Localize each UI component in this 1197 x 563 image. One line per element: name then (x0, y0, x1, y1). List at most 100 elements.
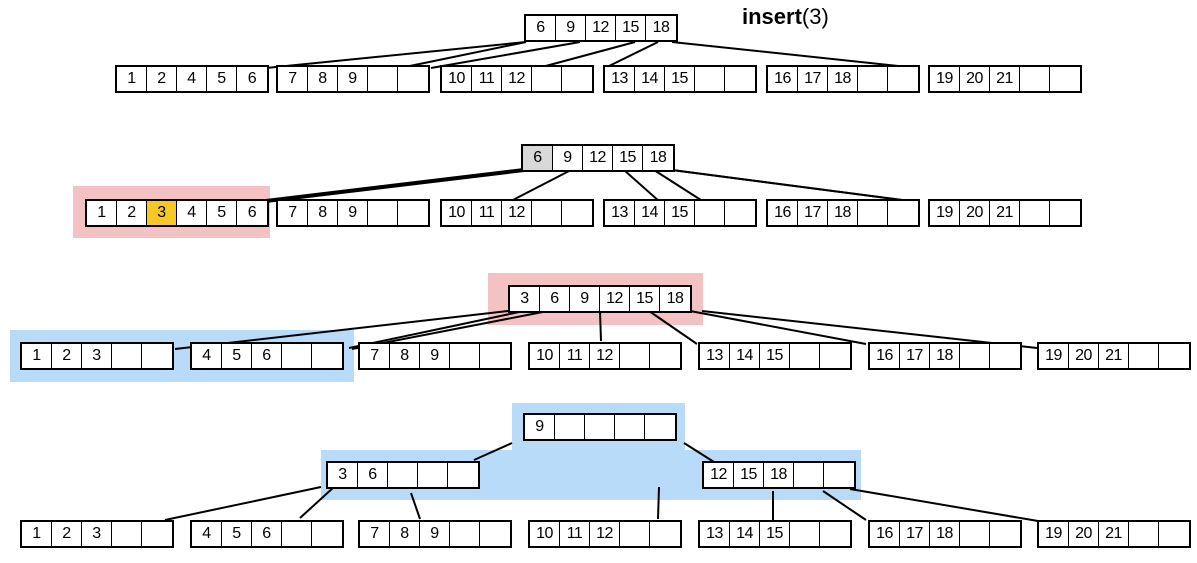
key-cell: 3 (510, 287, 540, 311)
empty-key-slot (418, 463, 448, 487)
empty-key-slot (794, 463, 824, 487)
key-cell: 4 (177, 201, 207, 225)
key-cell: 18 (828, 67, 858, 91)
key-cell: 10 (442, 201, 472, 225)
key-cell: 17 (798, 67, 828, 91)
empty-key-slot (824, 463, 854, 487)
empty-key-slot (1159, 344, 1189, 368)
key-cell: 16 (768, 201, 798, 225)
tree-edge (410, 492, 421, 520)
key-cell: 3 (82, 522, 112, 546)
key-cell: 16 (870, 522, 900, 546)
key-cell: 4 (192, 344, 222, 368)
empty-key-slot (142, 344, 172, 368)
key-cell: 6 (247, 204, 257, 221)
empty-key-slot (1050, 201, 1080, 225)
empty-key-slot (142, 522, 172, 546)
tree-edge (822, 490, 867, 521)
tree-edge (265, 41, 527, 69)
tree-edge (348, 310, 525, 349)
key-cell: 13 (700, 344, 730, 368)
key-cell: 5 (222, 344, 252, 368)
empty-key-slot (555, 415, 585, 439)
key-cell: 7 (360, 344, 390, 368)
key-cell: 16 (768, 67, 798, 91)
empty-key-slot (368, 67, 398, 91)
title-op: insert (742, 4, 802, 29)
key-cell: 20 (960, 67, 990, 91)
empty-key-slot (480, 522, 510, 546)
key-cell: 12 (583, 146, 613, 170)
key-cell: 11 (560, 344, 590, 368)
key-cell: 13 (700, 522, 730, 546)
key-cell: 12 (586, 16, 616, 40)
tree-edge (599, 310, 602, 342)
key-cell: 13 (605, 201, 635, 225)
empty-key-slot (725, 201, 755, 225)
empty-key-slot (725, 67, 755, 91)
key-cell: 9 (553, 146, 583, 170)
key-cell: 12 (502, 201, 532, 225)
key-cell: 7 (278, 67, 308, 91)
key-cell: 15 (760, 522, 790, 546)
key-cell: 14 (730, 344, 760, 368)
key-cell: 12 (590, 344, 620, 368)
key-cell: 9 (556, 16, 586, 40)
key-cell: 10 (442, 67, 472, 91)
empty-key-slot (1050, 67, 1080, 91)
key-cell: 18 (652, 19, 670, 36)
key-cell: 14 (635, 201, 665, 225)
empty-key-slot (990, 344, 1020, 368)
key-cell: 6 (358, 463, 388, 487)
empty-key-slot (585, 415, 615, 439)
empty-key-slot (1129, 522, 1159, 546)
key-cell: 19 (930, 201, 960, 225)
empty-key-slot (312, 344, 342, 368)
key-cell: 15 (665, 201, 695, 225)
empty-key-slot (858, 67, 888, 91)
empty-key-slot (858, 201, 888, 225)
empty-key-slot (448, 463, 478, 487)
tree-edge (541, 41, 636, 68)
key-cell: 14 (730, 522, 760, 546)
empty-key-slot (888, 67, 918, 91)
key-cell: 15 (665, 67, 695, 91)
empty-key-slot (1020, 201, 1050, 225)
key-cell: 17 (900, 522, 930, 546)
key-cell: 10 (530, 344, 560, 368)
empty-key-slot (620, 522, 650, 546)
empty-key-slot (398, 201, 428, 225)
key-cell: 7 (360, 522, 390, 546)
empty-key-slot (398, 67, 428, 91)
empty-key-slot (282, 522, 312, 546)
key-cell: 6 (526, 16, 556, 40)
empty-key-slot (695, 201, 725, 225)
tree-edge (653, 169, 705, 203)
key-cell: 18 (764, 463, 794, 487)
empty-key-slot (368, 201, 398, 225)
empty-key-slot (990, 522, 1020, 546)
tree-edge (657, 486, 660, 520)
key-cell: 12 (704, 463, 734, 487)
empty-key-slot (960, 522, 990, 546)
empty-key-slot (790, 522, 820, 546)
key-cell: 18 (930, 522, 960, 546)
key-cell: 4 (177, 67, 207, 91)
